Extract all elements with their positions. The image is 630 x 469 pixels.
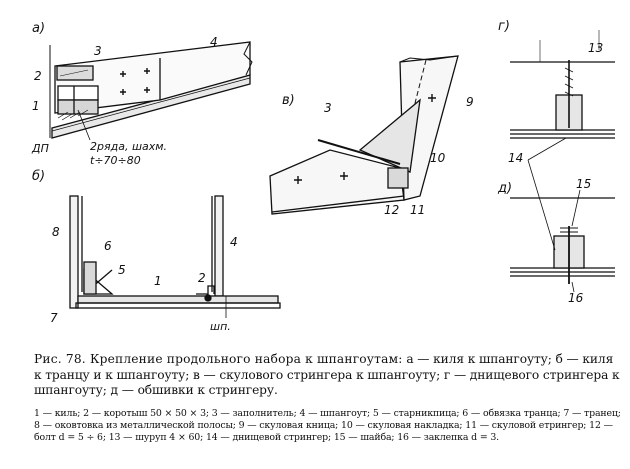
part-number-label: 7	[50, 311, 58, 325]
part-number-label: 5	[118, 263, 126, 277]
view-v-chine-stringer	[269, 55, 459, 215]
part-number-label: 9	[466, 95, 474, 109]
leader-line	[77, 109, 91, 141]
view-label-v: в)	[282, 93, 295, 108]
part-number-label: 3	[94, 44, 102, 58]
part-number-label: 1	[154, 274, 162, 288]
view-label-g: г)	[498, 19, 510, 34]
part-number-label: 4	[230, 235, 238, 249]
part-number-label: 1	[32, 99, 40, 113]
part-number-label: 11	[410, 203, 425, 217]
view-label-a: а)	[32, 21, 45, 36]
rivet-pitch-annotation: t÷70÷80	[90, 154, 141, 167]
view-label-b: б)	[32, 169, 45, 184]
dp-annotation: ДП	[31, 142, 49, 155]
view-b-keel-to-transom	[69, 195, 281, 318]
rivet-rows-annotation: 2ряда, шахм.	[90, 140, 167, 153]
view-d-plating-to-stringer	[510, 137, 615, 293]
caption-title: Рис. 78. Крепление продольного набора к …	[34, 352, 403, 366]
part-number-label: 2	[34, 69, 42, 83]
view-a-keel-to-frame	[49, 41, 253, 139]
figure-legend: 1 — киль; 2 — коротыш 50 × 50 × 3; 3 — з…	[34, 408, 626, 443]
figure-caption: Рис. 78. Крепление продольного набора к …	[34, 352, 624, 399]
part-number-label: 6	[104, 239, 112, 253]
figure-drawing: а) 3 4 2 1 ДП 2ряда, шахм. t÷70÷80 б) 8 …	[31, 19, 615, 333]
view-g-bottom-stringer	[510, 30, 615, 139]
frame-annotation: шп.	[210, 320, 231, 333]
part-number-label: 16	[568, 291, 584, 305]
part-number-label: 3	[324, 101, 332, 115]
part-number-label: 2	[198, 271, 206, 285]
part-number-label: 13	[588, 41, 603, 55]
part-number-label: 15	[576, 177, 591, 191]
part-number-label: 10	[430, 151, 446, 165]
part-number-label: 14	[508, 151, 523, 165]
part-number-label: 12	[384, 203, 399, 217]
caption-body: а — киля к шпангоуту; б — киля к транцу …	[34, 352, 620, 397]
legend-text: 1 — киль; 2 — коротыш 50 × 50 × 3; 3 — з…	[34, 408, 621, 443]
view-label-d: д)	[497, 181, 512, 196]
part-number-label: 8	[52, 225, 60, 239]
part-number-label: 4	[210, 35, 218, 49]
